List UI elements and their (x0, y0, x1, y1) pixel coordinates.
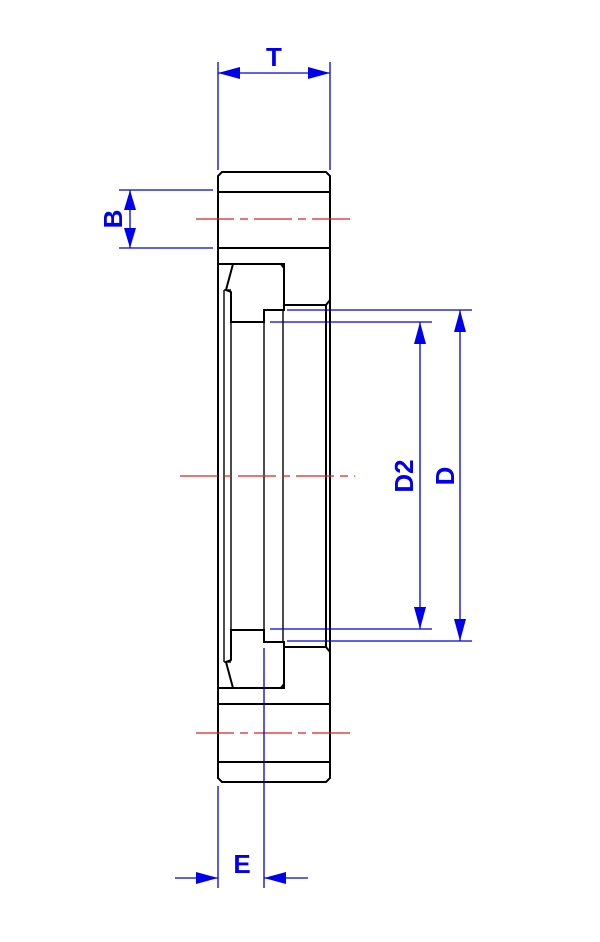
dimension-label-b: B (98, 210, 128, 229)
dimension-label-e: E (233, 849, 250, 879)
dimension-d2: D2 (270, 321, 432, 630)
dimension-b: B (98, 189, 213, 249)
dimension-label-d: D (430, 467, 460, 486)
dimension-label-d2: D2 (389, 459, 419, 492)
dimension-d: D (287, 309, 472, 642)
center-lines (180, 218, 355, 734)
dimension-t: T (217, 42, 331, 170)
dimension-label-t: T (266, 42, 282, 72)
dimension-e: E (175, 648, 308, 888)
